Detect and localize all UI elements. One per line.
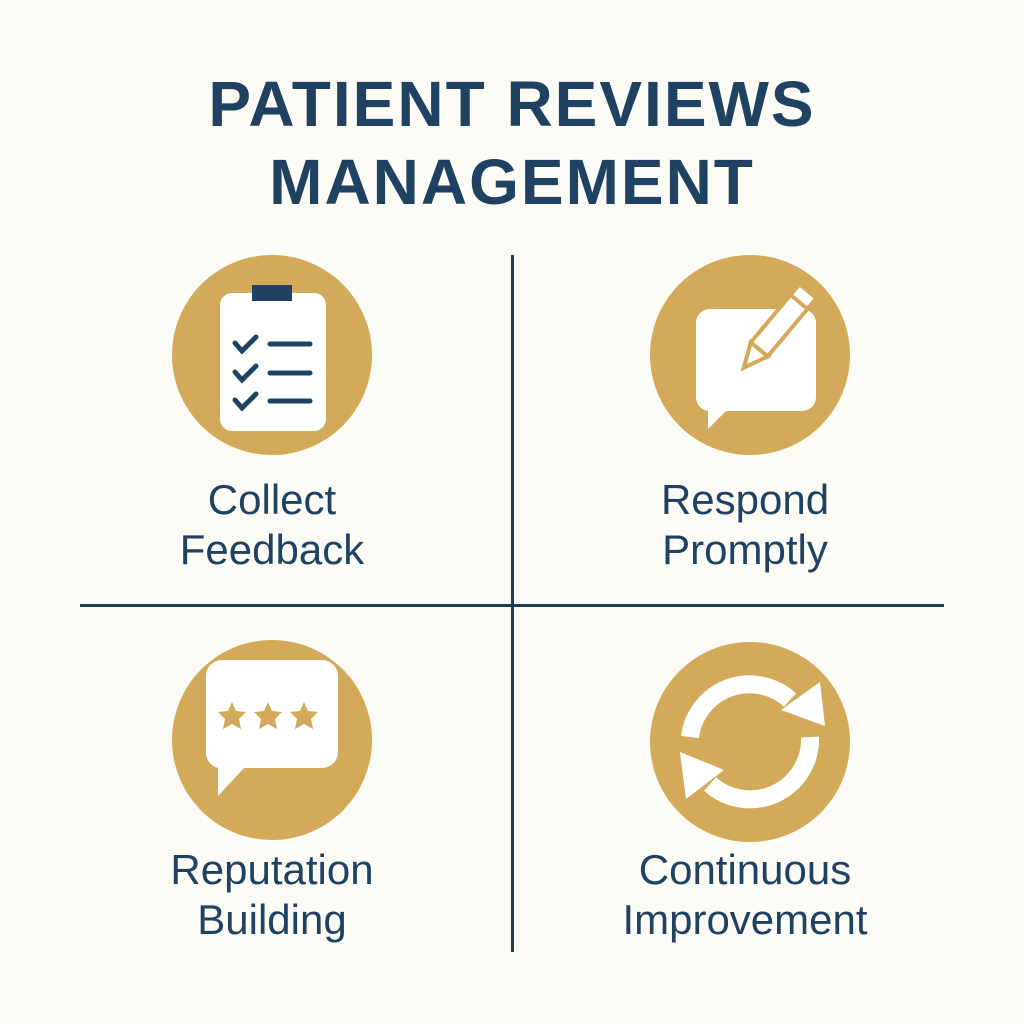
label-line-2: Building xyxy=(197,896,347,943)
chat-stars-icon xyxy=(172,640,372,840)
title-line-1: PATIENT REVIEWS xyxy=(208,68,816,140)
horizontal-divider xyxy=(80,604,944,607)
vertical-divider xyxy=(511,255,514,952)
label-line-1: Respond xyxy=(660,476,830,523)
quadrant-label-collect-feedback: Collect Feedback xyxy=(72,475,472,575)
title-line-2: MANAGEMENT xyxy=(269,146,755,218)
label-line-1: Continuous xyxy=(638,846,852,893)
label-line-1: Collect xyxy=(207,476,337,523)
quadrant-label-reputation-building: Reputation Building xyxy=(72,845,472,945)
label-line-2: Improvement xyxy=(622,896,868,943)
quadrant-label-respond-promptly: Respond Promptly xyxy=(545,475,945,575)
label-line-2: Feedback xyxy=(179,526,365,573)
refresh-cycle-icon xyxy=(650,642,850,842)
label-line-2: Promptly xyxy=(662,526,828,573)
clipboard-checklist-icon xyxy=(172,255,372,455)
chat-pencil-icon xyxy=(650,255,850,455)
quadrant-label-continuous-improvement: Continuous Improvement xyxy=(545,845,945,945)
label-line-1: Reputation xyxy=(170,846,374,893)
